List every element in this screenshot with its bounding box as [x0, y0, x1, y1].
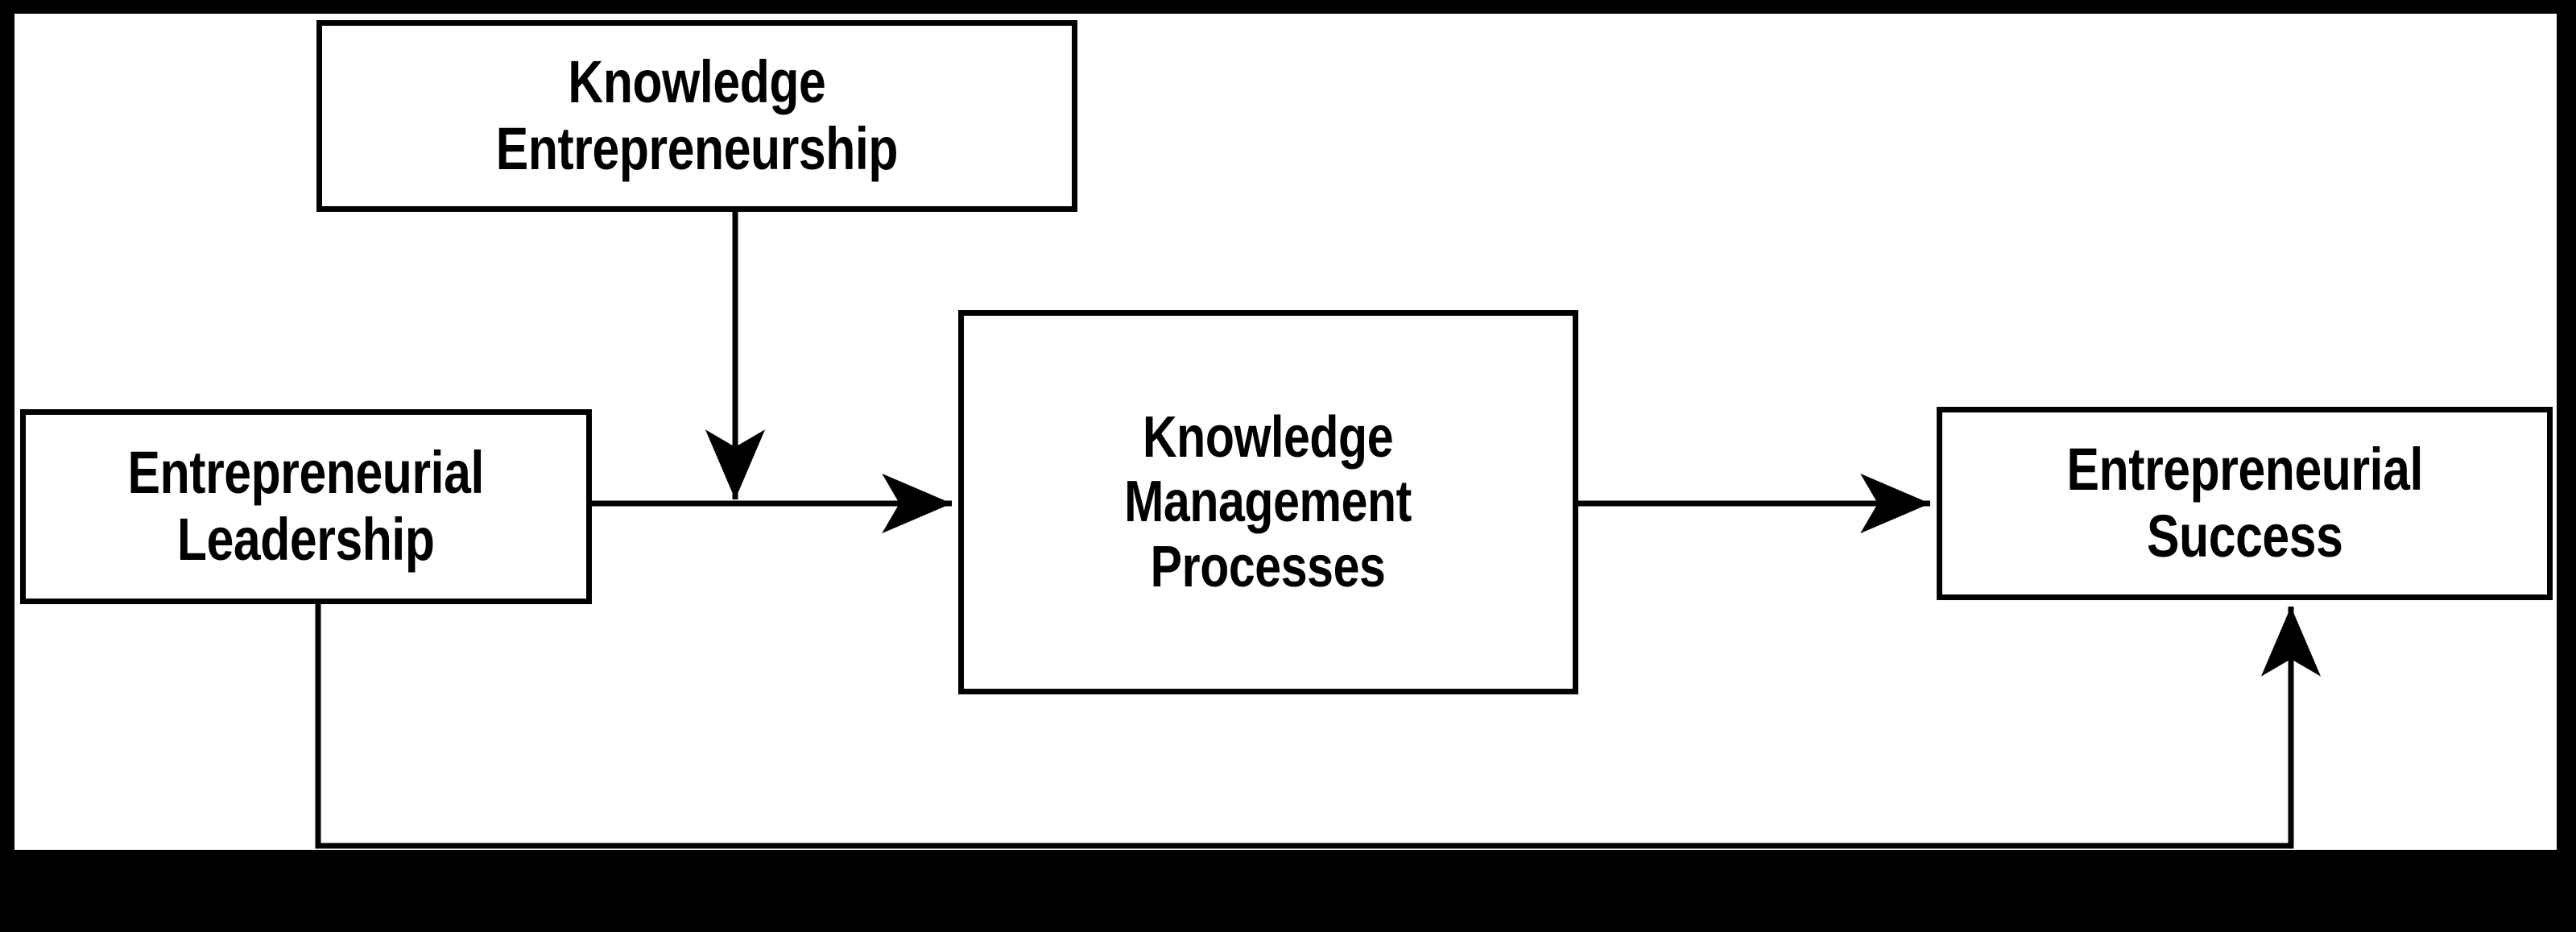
node-entrepreneurial-leadership-label: Entrepreneurial Leadership [127, 439, 485, 573]
node-knowledge-management-processes-label: Knowledge Management Processes [1124, 404, 1412, 599]
node-knowledge-entrepreneurship[interactable]: Knowledge Entrepreneurship [316, 20, 1077, 212]
node-entrepreneurial-leadership[interactable]: Entrepreneurial Leadership [20, 409, 592, 604]
node-entrepreneurial-success-label: Entrepreneurial Success [2066, 436, 2423, 570]
node-knowledge-entrepreneurship-label: Knowledge Entrepreneurship [495, 48, 899, 182]
node-knowledge-management-processes[interactable]: Knowledge Management Processes [958, 310, 1578, 694]
edge-leadership-to-success [315, 604, 2322, 849]
node-entrepreneurial-success[interactable]: Entrepreneurial Success [1937, 407, 2553, 600]
